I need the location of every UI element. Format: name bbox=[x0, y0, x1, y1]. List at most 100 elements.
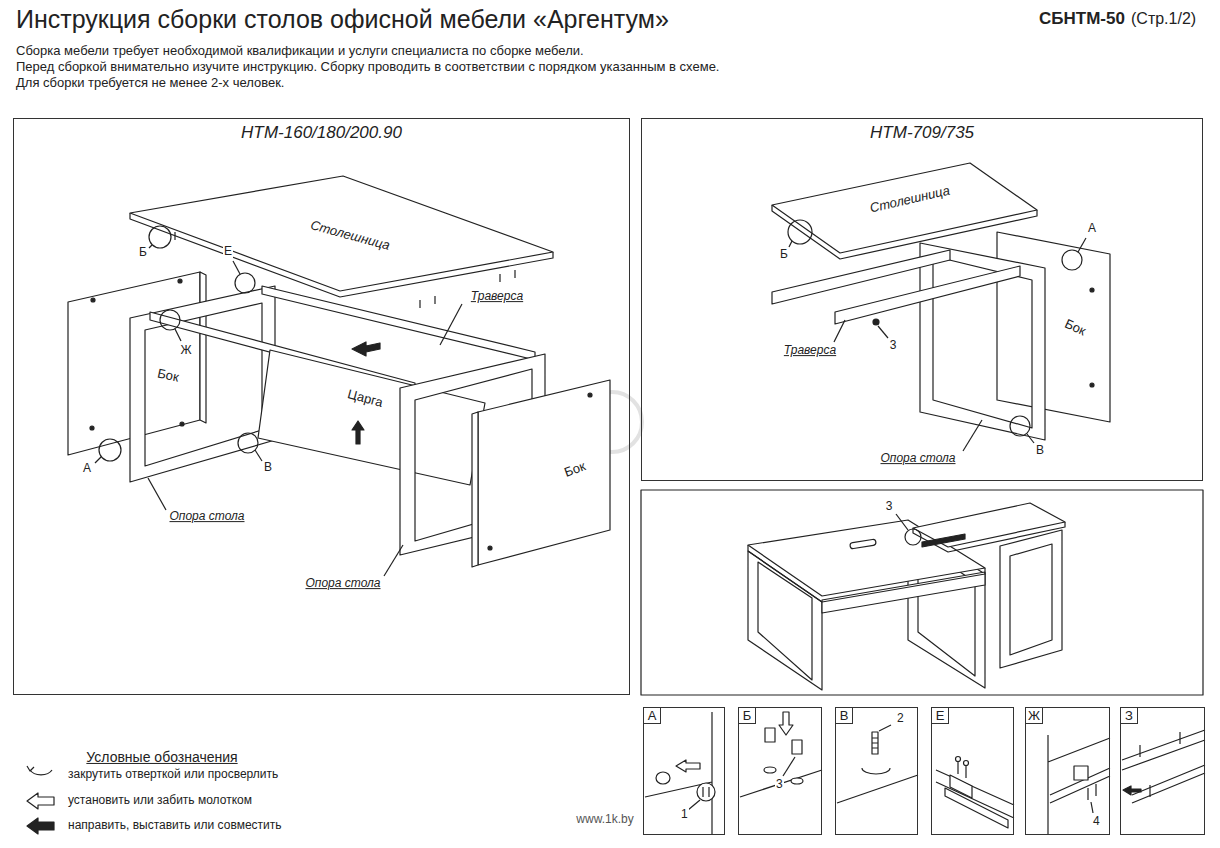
hole bbox=[588, 393, 592, 397]
callout-circle bbox=[235, 273, 255, 293]
leader-line bbox=[440, 304, 462, 345]
leader-line bbox=[1091, 802, 1093, 813]
tabletop bbox=[130, 176, 553, 291]
screw bbox=[1140, 732, 1180, 797]
assembly-panel: НТМ-160/180/200.90 bbox=[13, 118, 630, 695]
leader-line bbox=[878, 326, 888, 338]
hammer-icon bbox=[779, 712, 793, 735]
panel-frame bbox=[641, 490, 1203, 695]
tabletop-edge bbox=[772, 205, 1037, 259]
apron-panel bbox=[258, 350, 485, 485]
cam-lock-slot bbox=[703, 787, 709, 797]
hammer-icon bbox=[676, 760, 700, 772]
hole bbox=[488, 546, 492, 550]
detail-box: В2 bbox=[835, 707, 918, 835]
hammer-icon bbox=[27, 793, 54, 809]
callout-circle bbox=[788, 220, 812, 244]
detail-box: А1 bbox=[643, 707, 725, 835]
detail-box: Б3 bbox=[738, 707, 822, 835]
hole bbox=[90, 426, 94, 430]
detail-box: З bbox=[1120, 707, 1205, 835]
detail-letter: Е bbox=[931, 707, 949, 724]
detail-letter: А bbox=[643, 707, 661, 724]
hole bbox=[91, 298, 95, 302]
assembly-panel: НТМ-709/735 bbox=[641, 118, 1203, 481]
leader-line bbox=[384, 545, 403, 576]
callout-circle bbox=[99, 439, 121, 461]
callout-number: 3 bbox=[889, 339, 898, 353]
align-icon bbox=[27, 818, 54, 834]
leader-line bbox=[896, 514, 908, 530]
callout-number: 3 bbox=[775, 778, 784, 792]
legend-text: закрутить отверткой или просверлить bbox=[68, 768, 278, 782]
board-edge bbox=[1048, 735, 1110, 835]
leader-line bbox=[834, 320, 845, 342]
callout-circle bbox=[149, 226, 171, 248]
direction-arrow bbox=[352, 342, 380, 356]
detail-letter: З bbox=[1120, 707, 1138, 724]
leader-line bbox=[688, 800, 700, 810]
leg-frame bbox=[920, 243, 1045, 440]
callout-letter: В bbox=[263, 461, 273, 475]
detail-box: Ж4 bbox=[1025, 707, 1110, 835]
board-edge bbox=[837, 775, 918, 803]
dowel bbox=[765, 728, 775, 742]
hole bbox=[1090, 288, 1094, 292]
callout-letter: А bbox=[1087, 222, 1097, 236]
cam-hole bbox=[656, 772, 670, 784]
doc-code: СБНТМ-50 bbox=[1038, 9, 1126, 29]
rail bbox=[945, 788, 1008, 828]
leader-line bbox=[148, 478, 166, 510]
side-panel-edge bbox=[472, 412, 478, 567]
panel-heading: НТМ-160/180/200.90 bbox=[238, 123, 405, 143]
dowel-marks bbox=[175, 232, 515, 308]
screw-head bbox=[964, 761, 969, 766]
tabletop-edge bbox=[913, 522, 1065, 552]
direction-arrow bbox=[352, 421, 364, 444]
leader-line bbox=[95, 457, 101, 463]
leader-line bbox=[255, 450, 262, 461]
callout-letter: А bbox=[82, 462, 92, 476]
board-edge bbox=[740, 770, 822, 797]
screw-icon-head bbox=[27, 766, 34, 771]
detail-letter: Ж bbox=[1025, 707, 1043, 724]
hole bbox=[764, 767, 776, 773]
leader-line bbox=[963, 420, 982, 451]
rail bbox=[262, 286, 535, 360]
legend-text: направить, выставить или совместить bbox=[68, 819, 282, 833]
watermark: www.1k.by bbox=[575, 813, 634, 827]
side-panel bbox=[997, 232, 1110, 422]
dowel bbox=[792, 740, 802, 754]
board-edge bbox=[645, 712, 712, 835]
hole bbox=[1090, 383, 1094, 387]
note: Сборка мебели требует необходимой квалиф… bbox=[15, 44, 585, 59]
leader-line bbox=[783, 757, 795, 776]
note: Перед сборкой внимательно изучите инстру… bbox=[15, 60, 720, 75]
screw bbox=[1088, 784, 1096, 800]
callout-dot bbox=[873, 319, 879, 325]
panel-heading: НТМ-709/735 bbox=[867, 123, 977, 143]
screw-icon bbox=[862, 768, 890, 774]
callout-letter: Ж bbox=[179, 344, 192, 358]
note: Для сборки требуется не менее 2-х челове… bbox=[15, 76, 285, 91]
part-name: Опора стола bbox=[168, 510, 245, 524]
callout-circle bbox=[1062, 250, 1082, 270]
tabletop bbox=[913, 503, 1065, 547]
part-name: Опора стола bbox=[304, 577, 381, 591]
part-name: Опора стола bbox=[879, 452, 956, 466]
legend-text: установить или забить молотком bbox=[68, 794, 252, 808]
bracket bbox=[1074, 766, 1088, 780]
callout-letter: Б bbox=[138, 246, 148, 260]
bolt bbox=[872, 732, 878, 754]
leader-line bbox=[879, 725, 891, 731]
callout-circle bbox=[1010, 416, 1030, 436]
detail-box: Е bbox=[931, 707, 1014, 835]
tabletop-edge bbox=[748, 545, 985, 602]
leader-line bbox=[149, 245, 152, 248]
callout-circle bbox=[905, 529, 921, 545]
part-name: Траверса bbox=[783, 344, 837, 358]
callout-circle bbox=[160, 310, 180, 330]
callout-letter: Е bbox=[223, 245, 233, 259]
detail-letter: В bbox=[835, 707, 853, 724]
